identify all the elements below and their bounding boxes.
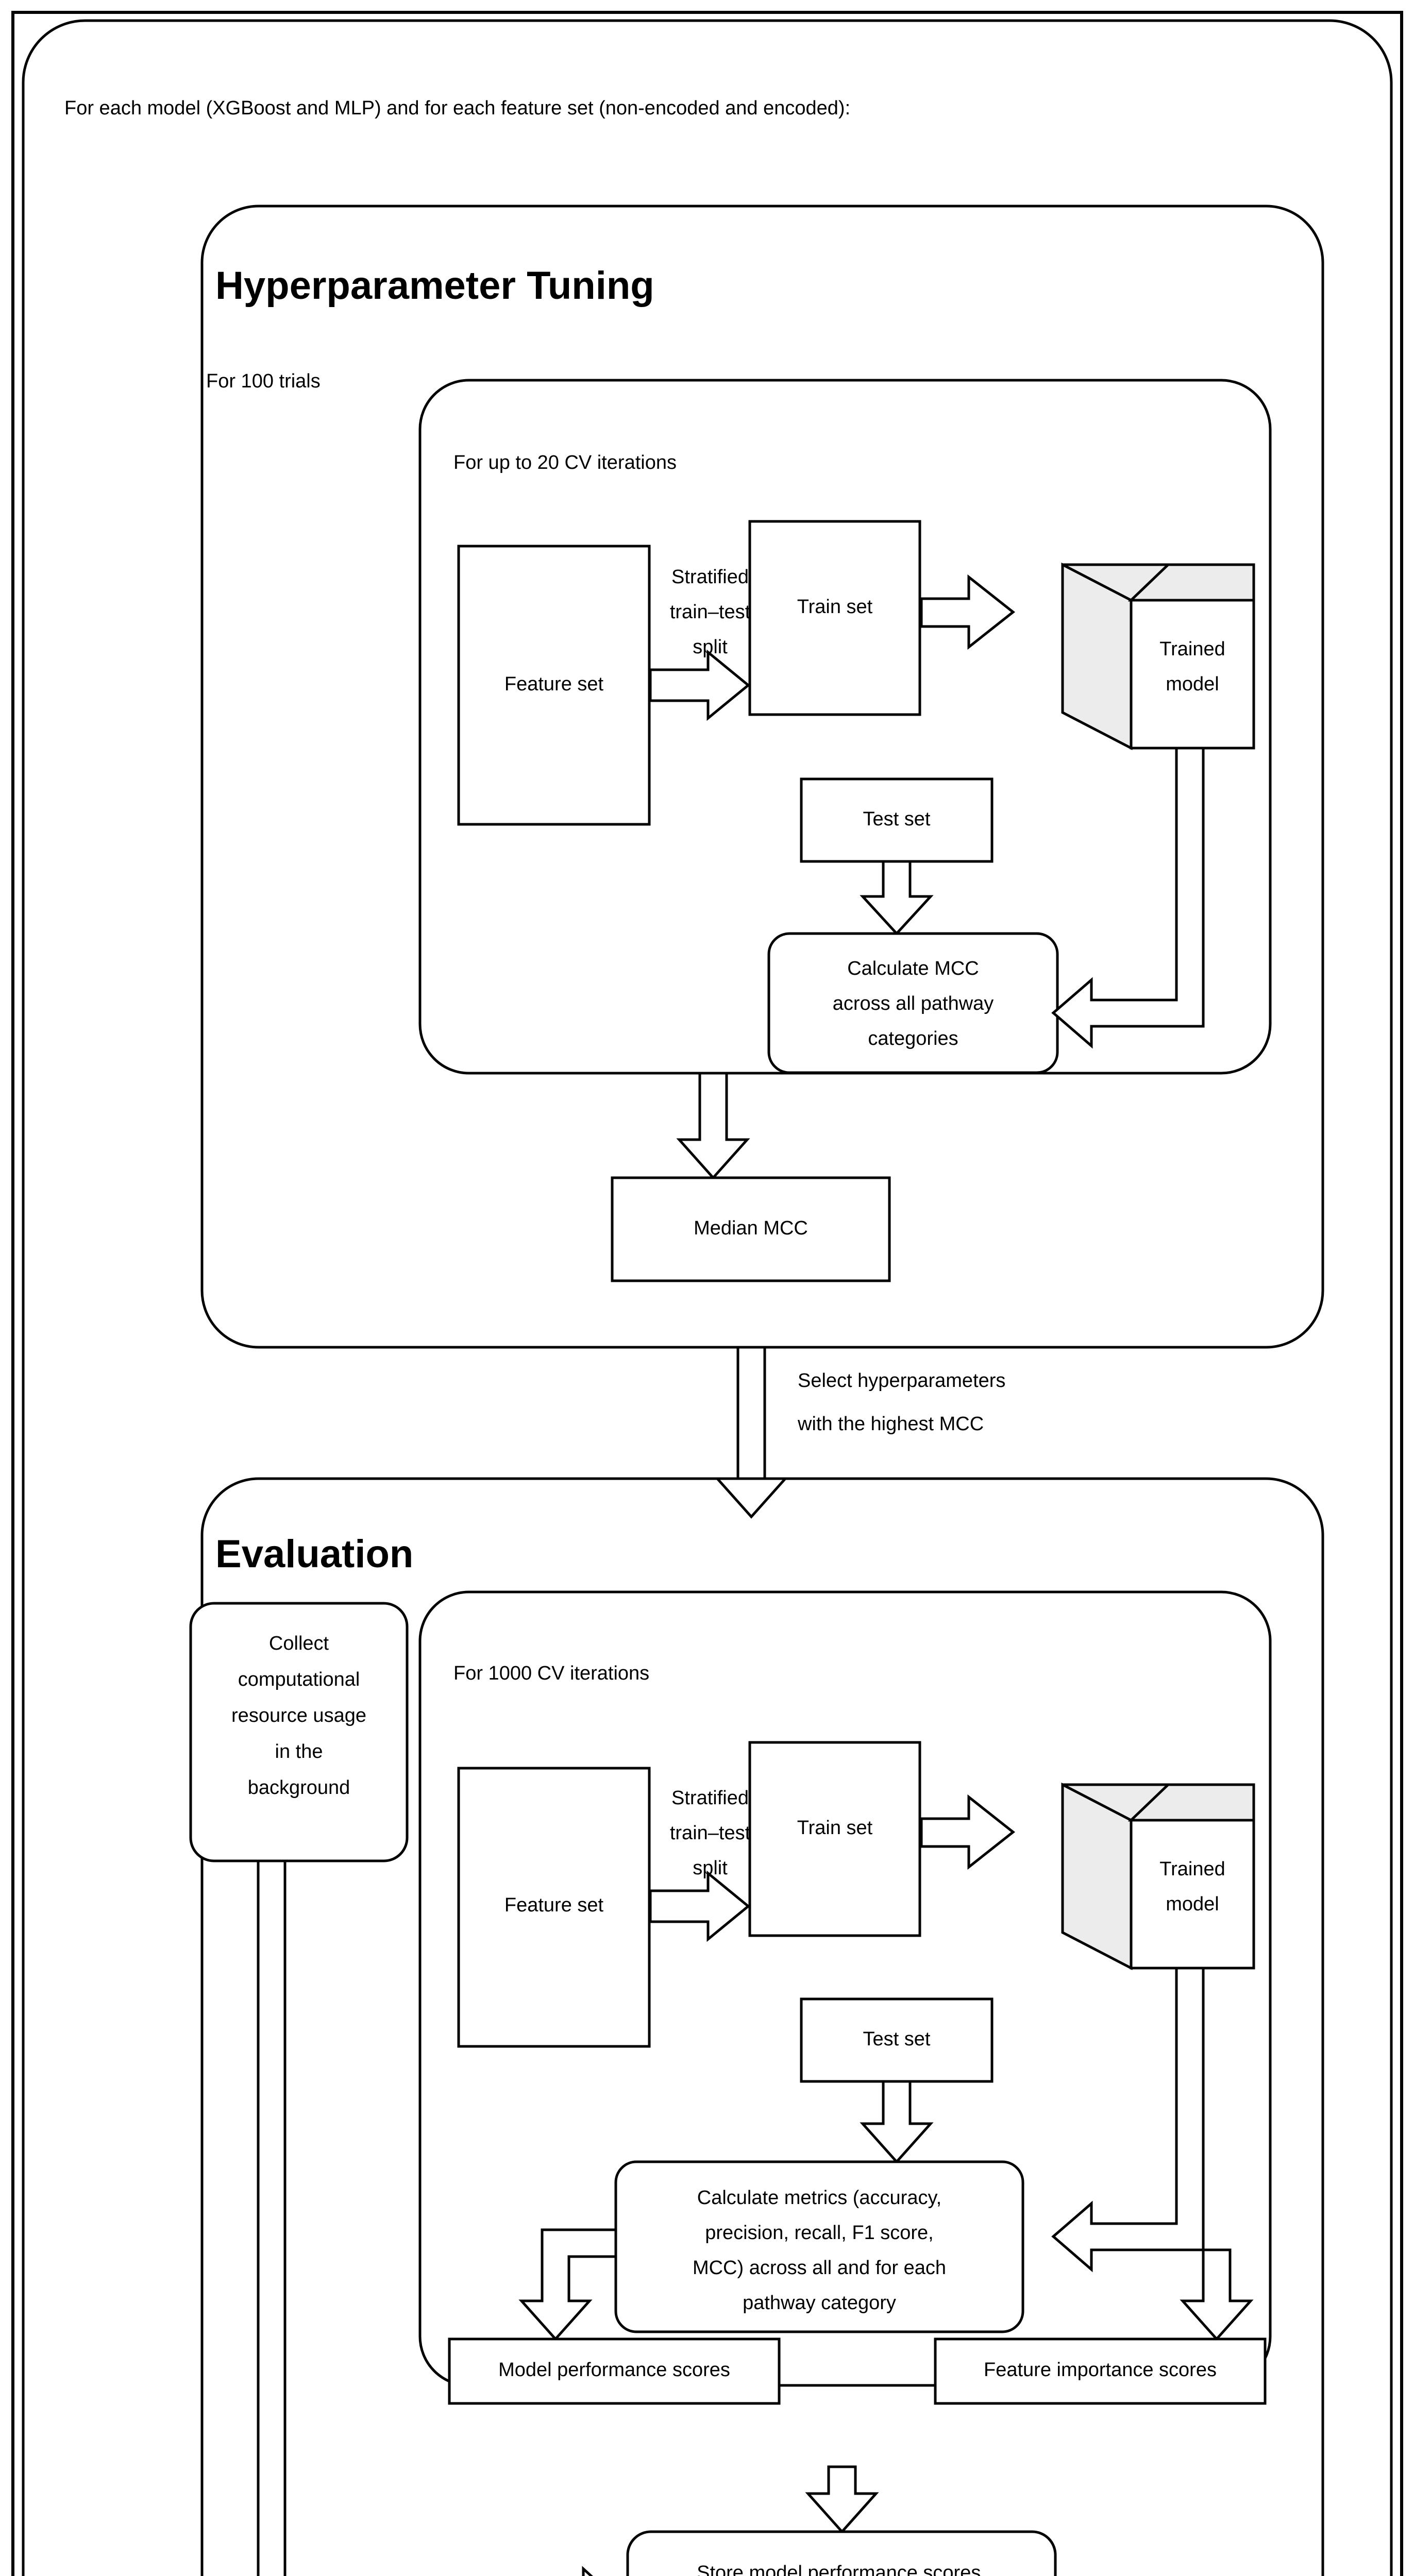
outer-loop-label: For each model (XGBoost and MLP) and for…	[64, 97, 850, 119]
select-hyperparameters-line2: with the highest MCC	[797, 1413, 984, 1435]
model-performance-scores-label: Model performance scores	[498, 2359, 730, 2381]
calculate-metrics-line4: pathway category	[743, 2292, 896, 2314]
model-performance-scores-box	[448, 2337, 781, 2405]
evaluation-test-set-label: Test set	[863, 2028, 931, 2050]
tuning-train-set-box	[748, 520, 921, 716]
tuning-trained-model-top-right	[1127, 563, 1255, 602]
evaluation-cv-loop-container	[418, 1590, 1272, 2387]
evaluation-train-set-label: Train set	[797, 1817, 873, 1839]
tuning-split-label-line1: Stratified	[671, 566, 749, 588]
trials-loop-label: For 100 trials	[206, 370, 321, 392]
tuning-split-label-line3: split	[693, 636, 728, 658]
evaluation-cv-loop-label: For 1000 CV iterations	[453, 1663, 649, 1684]
evaluation-trained-model-label-line1: Trained	[1159, 1858, 1225, 1880]
median-mcc-box	[611, 1176, 891, 1282]
store-results-line1: Store model performance scores,	[697, 2562, 986, 2576]
evaluation-split-label-line1: Stratified	[671, 1787, 749, 1809]
tuning-model-to-calc-arrow	[1051, 747, 1205, 1049]
tuning-test-to-calc-arrow	[860, 860, 934, 936]
tuning-cv-to-median-arrow	[676, 1072, 750, 1180]
evaluation-trained-model-front-face	[1130, 1819, 1255, 1970]
evaluation-trained-model-label-line2: model	[1166, 1893, 1219, 1915]
tuning-train-to-model-arrow	[920, 574, 1016, 650]
store-results-box	[626, 2530, 1057, 2576]
tuning-test-set-box	[800, 777, 994, 863]
collect-resource-line2: computational	[238, 1669, 360, 1690]
evaluation-split-arrow	[649, 1870, 750, 1942]
evaluation-train-to-model-arrow	[920, 1794, 1016, 1870]
tuning-train-set-label: Train set	[797, 596, 873, 618]
model-to-feature-importance-arrow	[1180, 2248, 1254, 2341]
hyperparameter-tuning-heading: Hyperparameter Tuning	[215, 264, 654, 308]
outer-page-frame	[11, 11, 1403, 2576]
evaluation-heading: Evaluation	[215, 1532, 413, 1576]
tuning-trained-model-label-line1: Trained	[1159, 638, 1225, 660]
tuning-calculate-mcc-line3: categories	[868, 1028, 958, 1049]
tuning-calculate-mcc-line1: Calculate MCC	[847, 958, 979, 979]
tuning-split-arrow	[649, 649, 750, 721]
evaluation-feature-set-box	[457, 1767, 651, 2048]
collect-resource-usage-box	[189, 1602, 409, 1862]
evaluation-model-to-metrics-arrow	[1051, 1967, 1205, 2273]
collect-resource-line3: resource usage	[231, 1705, 366, 1726]
tuning-trained-model-front-face	[1130, 599, 1255, 750]
evaluation-split-label-line2: train–test	[670, 1822, 751, 1844]
evaluation-feature-set-label: Feature set	[504, 1894, 604, 1916]
outer-loop-container	[22, 19, 1393, 2576]
evaluation-trained-model-top-right	[1127, 1783, 1255, 1822]
cv-loop-to-store-arrow	[805, 2465, 879, 2534]
collect-resource-line1: Collect	[269, 1633, 329, 1654]
tuning-feature-set-label: Feature set	[504, 673, 604, 695]
tuning-trained-model-label-line2: model	[1166, 673, 1219, 695]
tuning-split-label-line2: train–test	[670, 601, 751, 623]
calculate-metrics-line1: Calculate metrics (accuracy,	[697, 2187, 941, 2209]
collect-resource-line4: in the	[275, 1741, 323, 1762]
feature-importance-scores-box	[934, 2337, 1267, 2405]
collect-to-store-arrow	[257, 1859, 593, 2576]
tuning-cv-loop-label: For up to 20 CV iterations	[453, 452, 677, 473]
calculate-metrics-line3: MCC) across all and for each	[693, 2257, 946, 2279]
tuning-test-set-label: Test set	[863, 808, 931, 830]
metrics-to-model-performance-arrow	[518, 2228, 617, 2341]
feature-importance-scores-label: Feature importance scores	[984, 2359, 1217, 2381]
select-hyperparameters-line1: Select hyperparameters	[798, 1370, 1005, 1392]
tuning-calculate-mcc-box	[767, 932, 1059, 1074]
evaluation-split-label-line3: split	[693, 1857, 728, 1879]
tuning-calculate-mcc-line2: across all pathway	[833, 993, 994, 1014]
collect-resource-line5: background	[248, 1777, 350, 1799]
evaluation-test-to-metrics-arrow	[860, 2080, 934, 2164]
calculate-metrics-line2: precision, recall, F1 score,	[705, 2222, 934, 2244]
evaluation-test-set-box	[800, 1997, 994, 2083]
evaluation-container	[200, 1477, 1324, 2576]
median-mcc-label: Median MCC	[694, 1217, 808, 1239]
evaluation-train-set-box	[748, 1741, 921, 1937]
